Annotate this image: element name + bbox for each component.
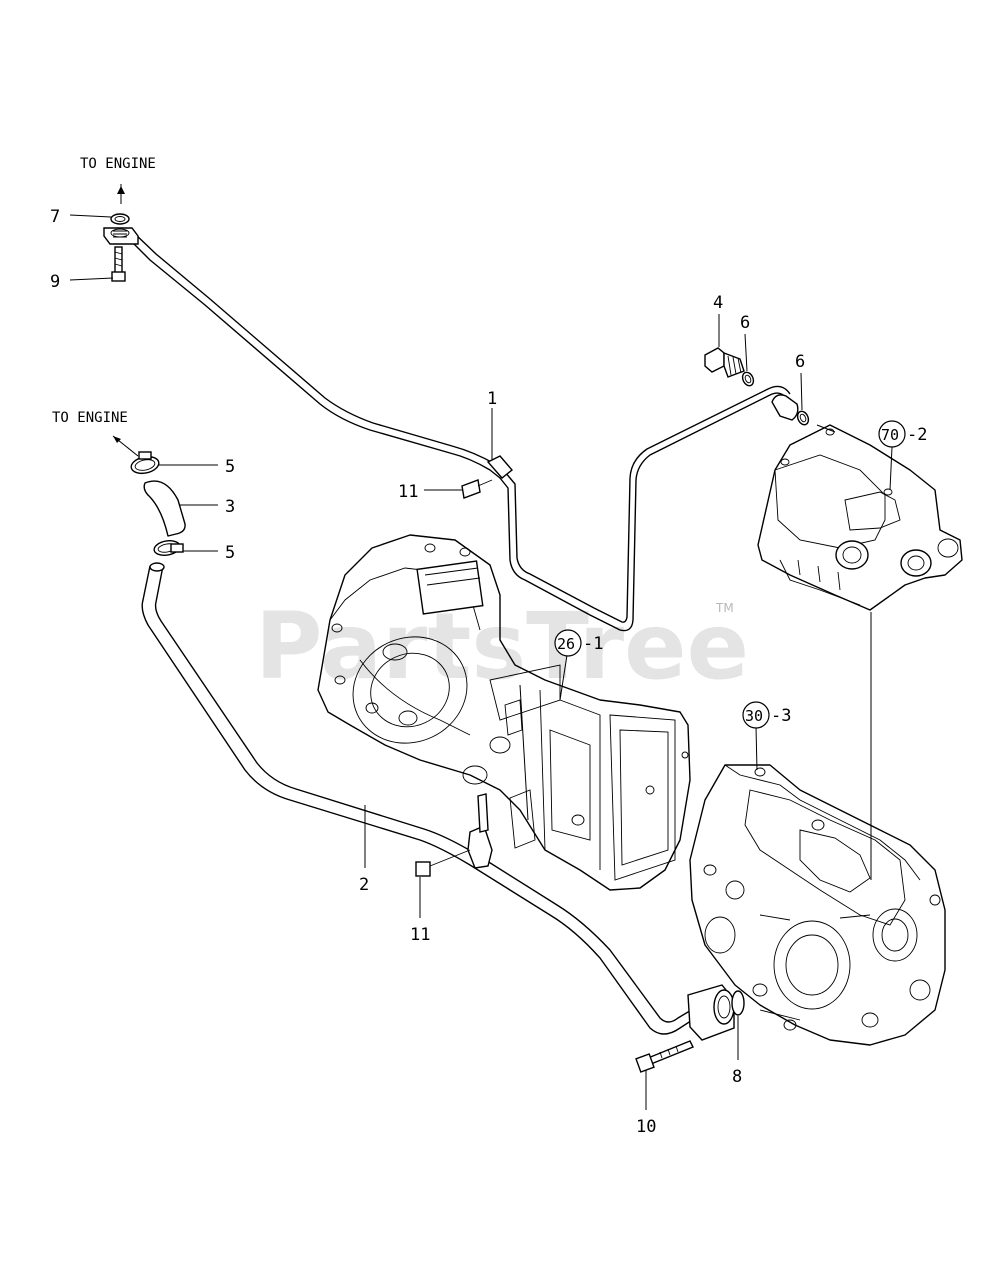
- ref-70-2: 70 -2: [878, 420, 927, 448]
- bolt-10[interactable]: [635, 1040, 694, 1073]
- note-to-engine-left: TO ENGINE: [52, 410, 128, 426]
- lower-banjo-fitting[interactable]: [687, 984, 735, 1041]
- hose-clamp-lower[interactable]: [153, 539, 184, 557]
- pipe-clamp-upper[interactable]: [461, 455, 514, 499]
- callout-9: 9: [50, 272, 60, 292]
- callout-7: 7: [50, 207, 60, 227]
- pipe-clamp-lower[interactable]: [415, 793, 493, 877]
- svg-text:-1: -1: [583, 634, 603, 654]
- ref-30-3: 30 -3: [742, 701, 791, 729]
- rear-axle-housing-30[interactable]: [689, 764, 946, 1046]
- callout-5-lower: 5: [225, 543, 235, 563]
- callout-6-left: 6: [740, 313, 750, 333]
- leader-lines: [69, 184, 893, 1110]
- svg-text:30: 30: [745, 707, 763, 725]
- banjo-fitting-upper[interactable]: [103, 213, 139, 245]
- callout-5-upper: 5: [225, 457, 235, 477]
- watermark: PartsTree TM: [255, 593, 749, 700]
- svg-text:26: 26: [557, 635, 575, 653]
- watermark-text: PartsTree: [255, 593, 749, 700]
- note-to-engine-top: TO ENGINE: [80, 156, 156, 172]
- callout-2: 2: [359, 875, 369, 895]
- callout-11-upper: 11: [398, 482, 418, 502]
- transmission-housing-26[interactable]: [317, 534, 691, 891]
- callouts: TO ENGINE TO ENGINE 7 9 5 3 5 1 11 4 6 6…: [50, 156, 927, 1137]
- svg-text:-2: -2: [907, 425, 927, 445]
- callout-8: 8: [732, 1067, 742, 1087]
- callout-1: 1: [487, 389, 497, 409]
- callout-4: 4: [713, 293, 723, 313]
- lower-oil-pipe[interactable]: [141, 562, 701, 1035]
- svg-text:70: 70: [881, 426, 899, 444]
- watermark-trademark: TM: [715, 601, 734, 615]
- svg-text:-3: -3: [771, 706, 791, 726]
- bolt-9[interactable]: [111, 246, 126, 282]
- hose-clamp-upper[interactable]: [130, 451, 161, 476]
- rubber-hose-3[interactable]: [143, 480, 186, 537]
- upper-oil-pipe[interactable]: [127, 231, 791, 632]
- ref-26-1: 26 -1: [554, 629, 603, 657]
- callout-10: 10: [636, 1117, 656, 1137]
- hydraulic-cover-70[interactable]: [757, 424, 963, 611]
- banjo-fitting-right[interactable]: [704, 347, 810, 426]
- callout-11-lower: 11: [410, 925, 430, 945]
- o-ring-8[interactable]: [731, 990, 745, 1016]
- callout-3: 3: [225, 497, 235, 517]
- callout-6-right: 6: [795, 352, 805, 372]
